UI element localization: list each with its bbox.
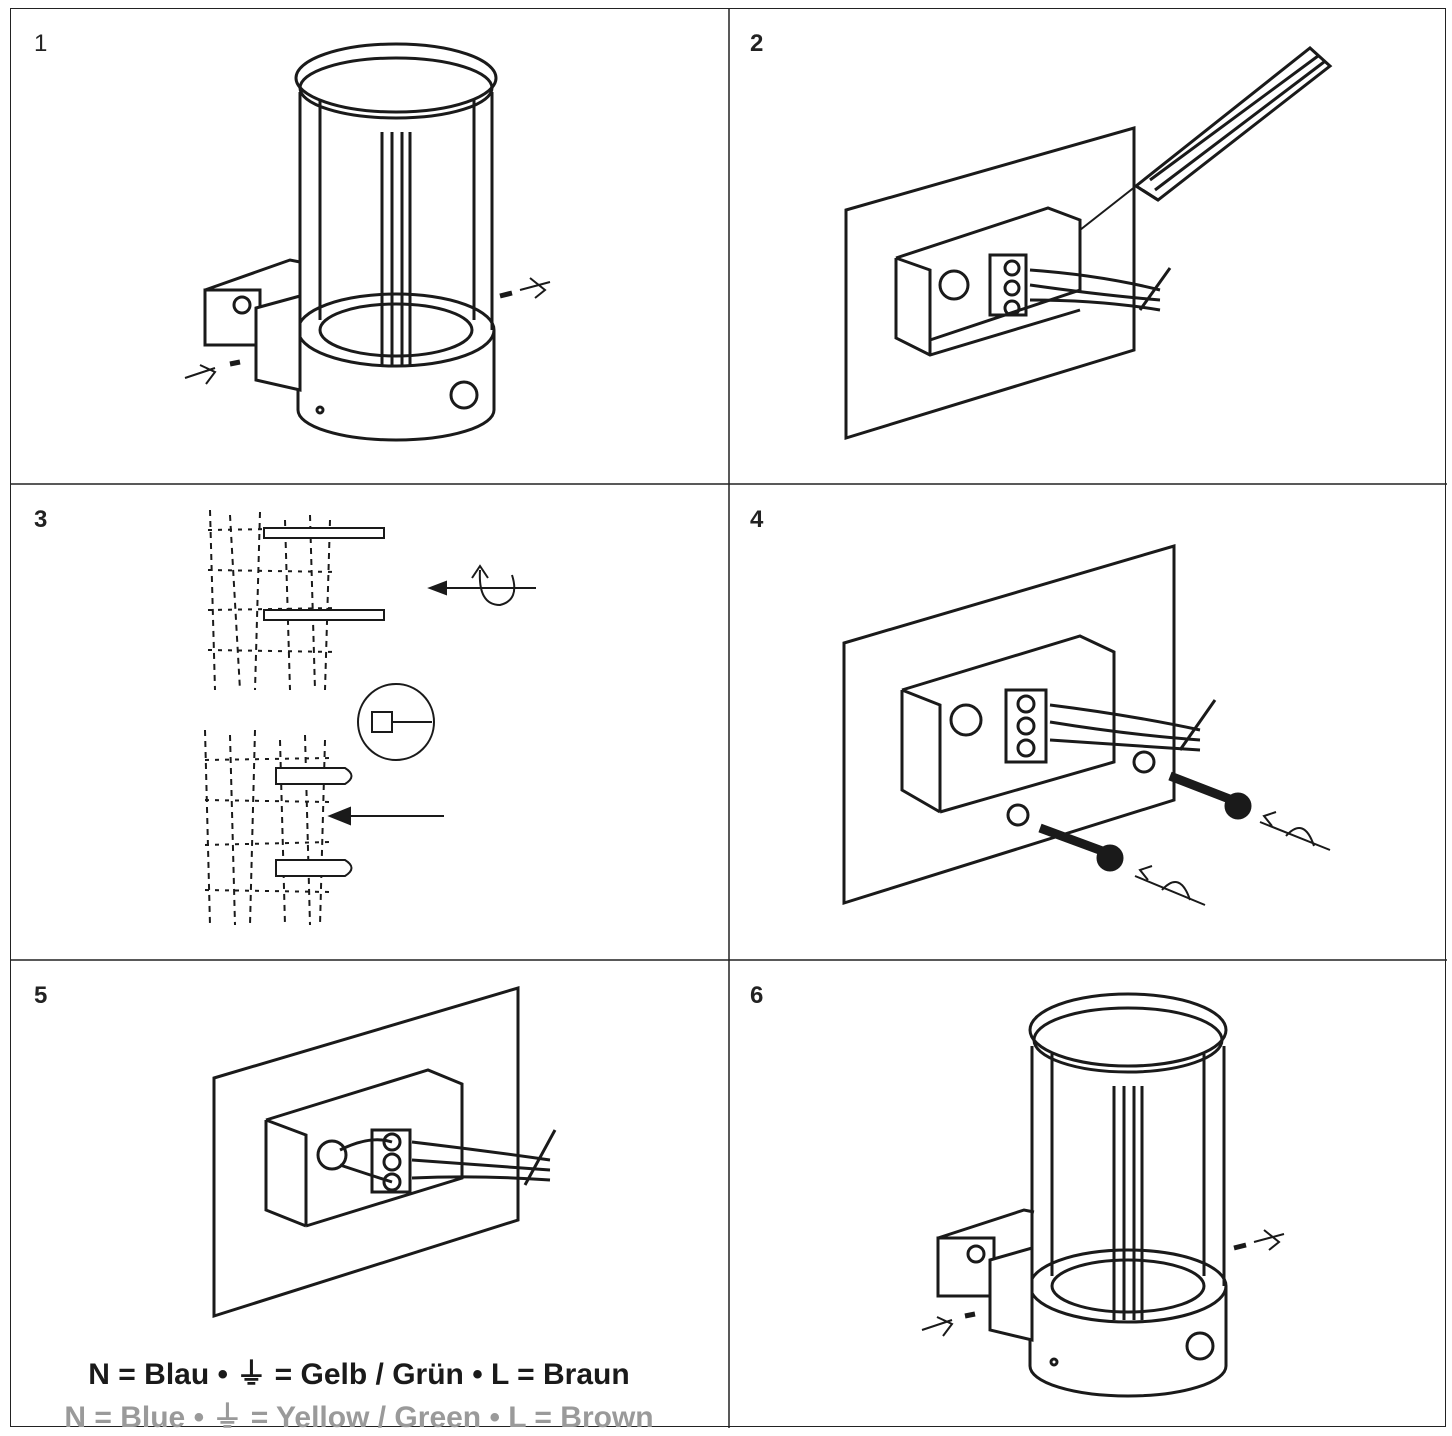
step-number-5: 5 [34,982,48,1009]
step-number-4: 4 [750,506,764,533]
step-number-3: 3 [34,506,48,533]
instruction-grid [10,8,1447,1428]
grid-lines [11,9,1447,1428]
legend-german: N = Blau • ⏚ = Gelb / Grün • L = Braun [88,1358,630,1391]
legend-english: N = Blue • ⏚ = Yellow / Green • L = Brow… [64,1401,654,1434]
step-number-1: 1 [34,30,48,57]
step-number-2: 2 [750,30,764,57]
step-number-6: 6 [750,982,764,1009]
